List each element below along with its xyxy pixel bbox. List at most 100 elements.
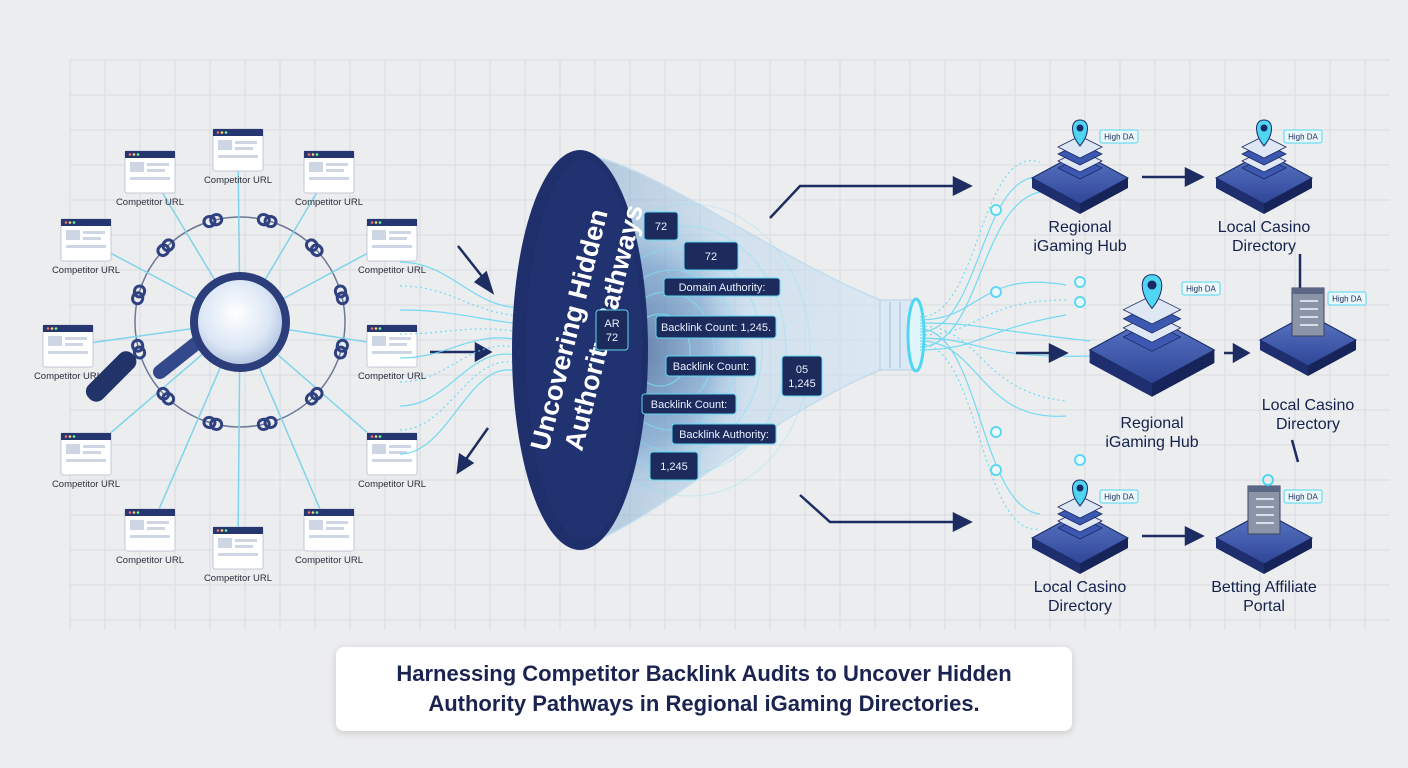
svg-text:1,245: 1,245 xyxy=(788,378,816,390)
chain-link-icon xyxy=(156,238,176,258)
high-da-badge: High DA xyxy=(1283,489,1323,504)
metric-label: Backlink Count: xyxy=(651,399,727,411)
metric-box: 72 xyxy=(683,241,739,271)
metric-box: Backlink Count: xyxy=(665,355,757,377)
competitor-url-label: Competitor URL xyxy=(358,265,426,276)
competitor-url-label: Competitor URL xyxy=(52,479,120,490)
competitor-url-card: Competitor URL xyxy=(295,508,363,566)
high-da-badge: High DA xyxy=(1099,489,1139,504)
directory-title: Local Casino xyxy=(1218,219,1311,236)
directory-title: iGaming Hub xyxy=(1033,238,1126,255)
chain-link-icon xyxy=(256,415,278,431)
svg-text:High DA: High DA xyxy=(1288,133,1318,142)
metric-label: 1,245 xyxy=(660,461,688,473)
competitor-url-card: Competitor URL xyxy=(34,324,102,382)
directory-title: Directory xyxy=(1276,416,1340,433)
directory-title: Regional xyxy=(1048,219,1111,236)
svg-text:High DA: High DA xyxy=(1288,493,1318,502)
server-icon xyxy=(1247,474,1281,535)
directory-title: Portal xyxy=(1243,598,1285,615)
data-stream-lines xyxy=(399,261,521,455)
metric-label: Domain Authority: xyxy=(679,282,766,294)
svg-text:High DA: High DA xyxy=(1332,295,1362,304)
competitor-url-card: Competitor URL xyxy=(358,432,426,490)
directory-title: Directory xyxy=(1232,238,1296,255)
svg-text:05: 05 xyxy=(796,364,808,376)
competitor-url-card: Competitor URL xyxy=(52,432,120,490)
high-da-badge: High DA xyxy=(1327,291,1367,306)
metric-box: Backlink Count: xyxy=(641,393,737,415)
competitor-url-label: Competitor URL xyxy=(116,555,184,566)
competitor-url-label: Competitor URL xyxy=(34,371,102,382)
metric-label: Backlink Count: xyxy=(673,361,749,373)
metric-label: Backlink Authority: xyxy=(679,429,769,441)
high-da-badge: High DA xyxy=(1099,129,1139,144)
metric-box: 1,245 xyxy=(649,451,699,481)
competitor-url-label: Competitor URL xyxy=(204,573,272,584)
metric-label: 72 xyxy=(655,221,667,233)
stream-dot xyxy=(990,464,1002,476)
location-pin-icon xyxy=(1072,479,1088,507)
caption-banner: Harnessing Competitor Backlink Audits to… xyxy=(336,647,1072,731)
svg-text:72: 72 xyxy=(606,332,618,344)
directory-title: Betting Affiliate xyxy=(1211,579,1317,596)
stream-dots xyxy=(990,204,1086,476)
competitor-url-label: Competitor URL xyxy=(295,197,363,208)
competitor-url-card: Competitor URL xyxy=(204,526,272,584)
chain-link-icon xyxy=(202,415,224,431)
svg-text:High DA: High DA xyxy=(1104,493,1134,502)
metric-box: AR 72 xyxy=(595,309,629,351)
directory-title: Directory xyxy=(1048,598,1112,615)
stream-dot xyxy=(990,426,1002,438)
chain-link-icon xyxy=(131,284,147,306)
chain-link-icon xyxy=(131,338,147,360)
stream-dot xyxy=(1074,296,1086,308)
chain-link-icon xyxy=(304,238,324,258)
stream-dot xyxy=(1074,276,1086,288)
competitor-url-card: Competitor URL xyxy=(358,324,426,382)
stream-dot xyxy=(990,286,1002,298)
stream-dot xyxy=(1074,454,1086,466)
competitor-url-card: Competitor URL xyxy=(116,150,184,208)
chain-link-icon xyxy=(333,284,349,306)
directory-title: Regional xyxy=(1120,415,1183,432)
competitor-url-label: Competitor URL xyxy=(295,555,363,566)
metric-box: Backlink Count: 1,245. xyxy=(655,315,777,339)
directory-title: Local Casino xyxy=(1034,579,1127,596)
svg-text:AR: AR xyxy=(604,318,619,330)
chain-link-icon xyxy=(256,213,278,229)
competitor-url-label: Competitor URL xyxy=(116,197,184,208)
location-pin-icon xyxy=(1256,119,1272,147)
outflow-arrows xyxy=(769,166,1302,547)
metric-box: Domain Authority: xyxy=(663,277,781,297)
metric-box: Backlink Authority: xyxy=(671,423,777,445)
high-da-badge: High DA xyxy=(1283,129,1323,144)
svg-text:High DA: High DA xyxy=(1104,133,1134,142)
competitor-url-label: Competitor URL xyxy=(358,371,426,382)
competitor-network xyxy=(67,149,393,549)
competitor-url-card: Competitor URL xyxy=(204,128,272,186)
chain-link-icon xyxy=(333,338,349,360)
competitor-cards: Competitor URL Competitor URL Competitor U… xyxy=(34,128,426,584)
competitor-url-label: Competitor URL xyxy=(204,175,272,186)
metric-box: 05 1,245 xyxy=(781,355,823,397)
chain-link-icon xyxy=(156,386,176,406)
location-pin-icon xyxy=(1072,119,1088,147)
high-da-badge: High DA xyxy=(1181,281,1221,296)
directory-node: High DA Regional iGaming Hub xyxy=(1030,119,1139,255)
directory-title: iGaming Hub xyxy=(1105,434,1198,451)
competitor-url-label: Competitor URL xyxy=(52,265,120,276)
chain-link-icon xyxy=(304,386,324,406)
competitor-url-card: Competitor URL xyxy=(116,508,184,566)
inflow-arrows xyxy=(430,245,495,475)
funnel: Uncovering Hidden Authority Pathways xyxy=(512,150,926,550)
metric-box: 72 xyxy=(643,211,679,241)
location-pin-icon xyxy=(1141,274,1163,310)
